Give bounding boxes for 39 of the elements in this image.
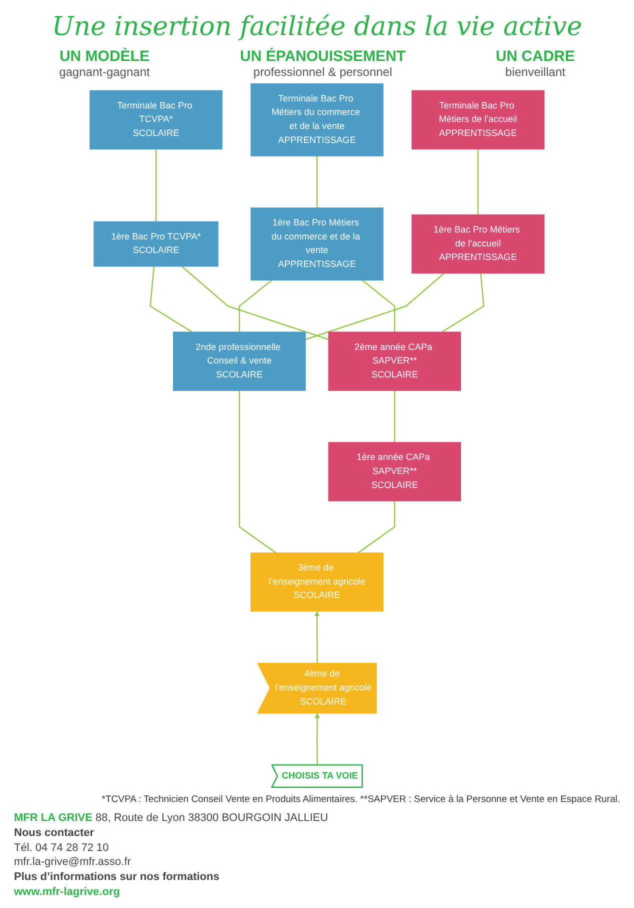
connector bbox=[394, 390, 396, 442]
connector bbox=[442, 273, 484, 332]
node-box: Terminale Bac Pro Métiers du commerce et de la vente APPRENTISSAGE bbox=[250, 83, 384, 156]
pillar-subtitle: gagnant-gagnant bbox=[59, 65, 150, 79]
contact-heading: Nous contacter bbox=[14, 826, 96, 841]
node-box: 2nde professionnelle Conseil & vente SCOLAIRE bbox=[172, 332, 306, 391]
address: 88, Route de Lyon 38300 BOURGOIN JALLIEU bbox=[96, 812, 328, 824]
node-box: Terminale Bac Pro Métiers de l’accueil APPRENTISSAGE bbox=[412, 90, 544, 150]
node-box: 1ère année CAPa SAPVER** SCOLAIRE bbox=[328, 442, 462, 502]
connector bbox=[316, 156, 318, 208]
school-name: MFR LA GRIVE bbox=[14, 812, 92, 824]
email-address: mfr.la-grive@mfr.asso.fr bbox=[14, 855, 132, 870]
footnote: *TCVPA : Technicien Conseil Vente en Produits Alimentaires. **SAPVER : Service à la Personne et Vente en Espace Rural. bbox=[100, 794, 620, 805]
info-heading: Plus d’informations sur nos formations bbox=[14, 870, 220, 886]
connector bbox=[238, 390, 276, 554]
phone-number: Tél. 04 74 28 72 10 bbox=[14, 840, 110, 856]
title: Une insertion facilitée dans la vie active bbox=[50, 12, 584, 42]
connector bbox=[358, 501, 396, 554]
arrow bbox=[314, 611, 320, 664]
arrow bbox=[314, 713, 320, 766]
connector bbox=[150, 266, 192, 332]
connector bbox=[362, 280, 396, 332]
connector bbox=[238, 280, 272, 332]
node-box: 3ème de l’enseignement agricole SCOLAIRE bbox=[250, 552, 384, 612]
pillar-subtitle: bienveillant bbox=[504, 65, 566, 79]
connector bbox=[477, 149, 479, 215]
node-box: 2ème année CAPa SAPVER** SCOLAIRE bbox=[328, 332, 462, 391]
pillar-heading: UN CADRE bbox=[496, 48, 575, 65]
connector bbox=[155, 149, 157, 222]
website-link: www.mfr-lagrive.org bbox=[14, 885, 121, 900]
node-box: 1ère Bac Pro Métiers de l’accueil APPRENTISSAGE bbox=[412, 214, 544, 274]
node-box: 1ère Bac Pro Métiers du commerce et de la vente APPRENTISSAGE bbox=[250, 208, 384, 281]
node-box: Terminale Bac Pro TCVPA* SCOLAIRE bbox=[90, 90, 222, 150]
connector bbox=[182, 266, 329, 340]
connector bbox=[305, 272, 444, 340]
pillar-heading: UN MODÈLE bbox=[59, 48, 150, 65]
pillar-heading: UN ÉPANOUISSEMENT bbox=[240, 48, 406, 65]
pillar-subtitle: professionnel & personnel bbox=[252, 65, 394, 79]
node-box: 1ère Bac Pro TCVPA* SCOLAIRE bbox=[94, 221, 218, 267]
